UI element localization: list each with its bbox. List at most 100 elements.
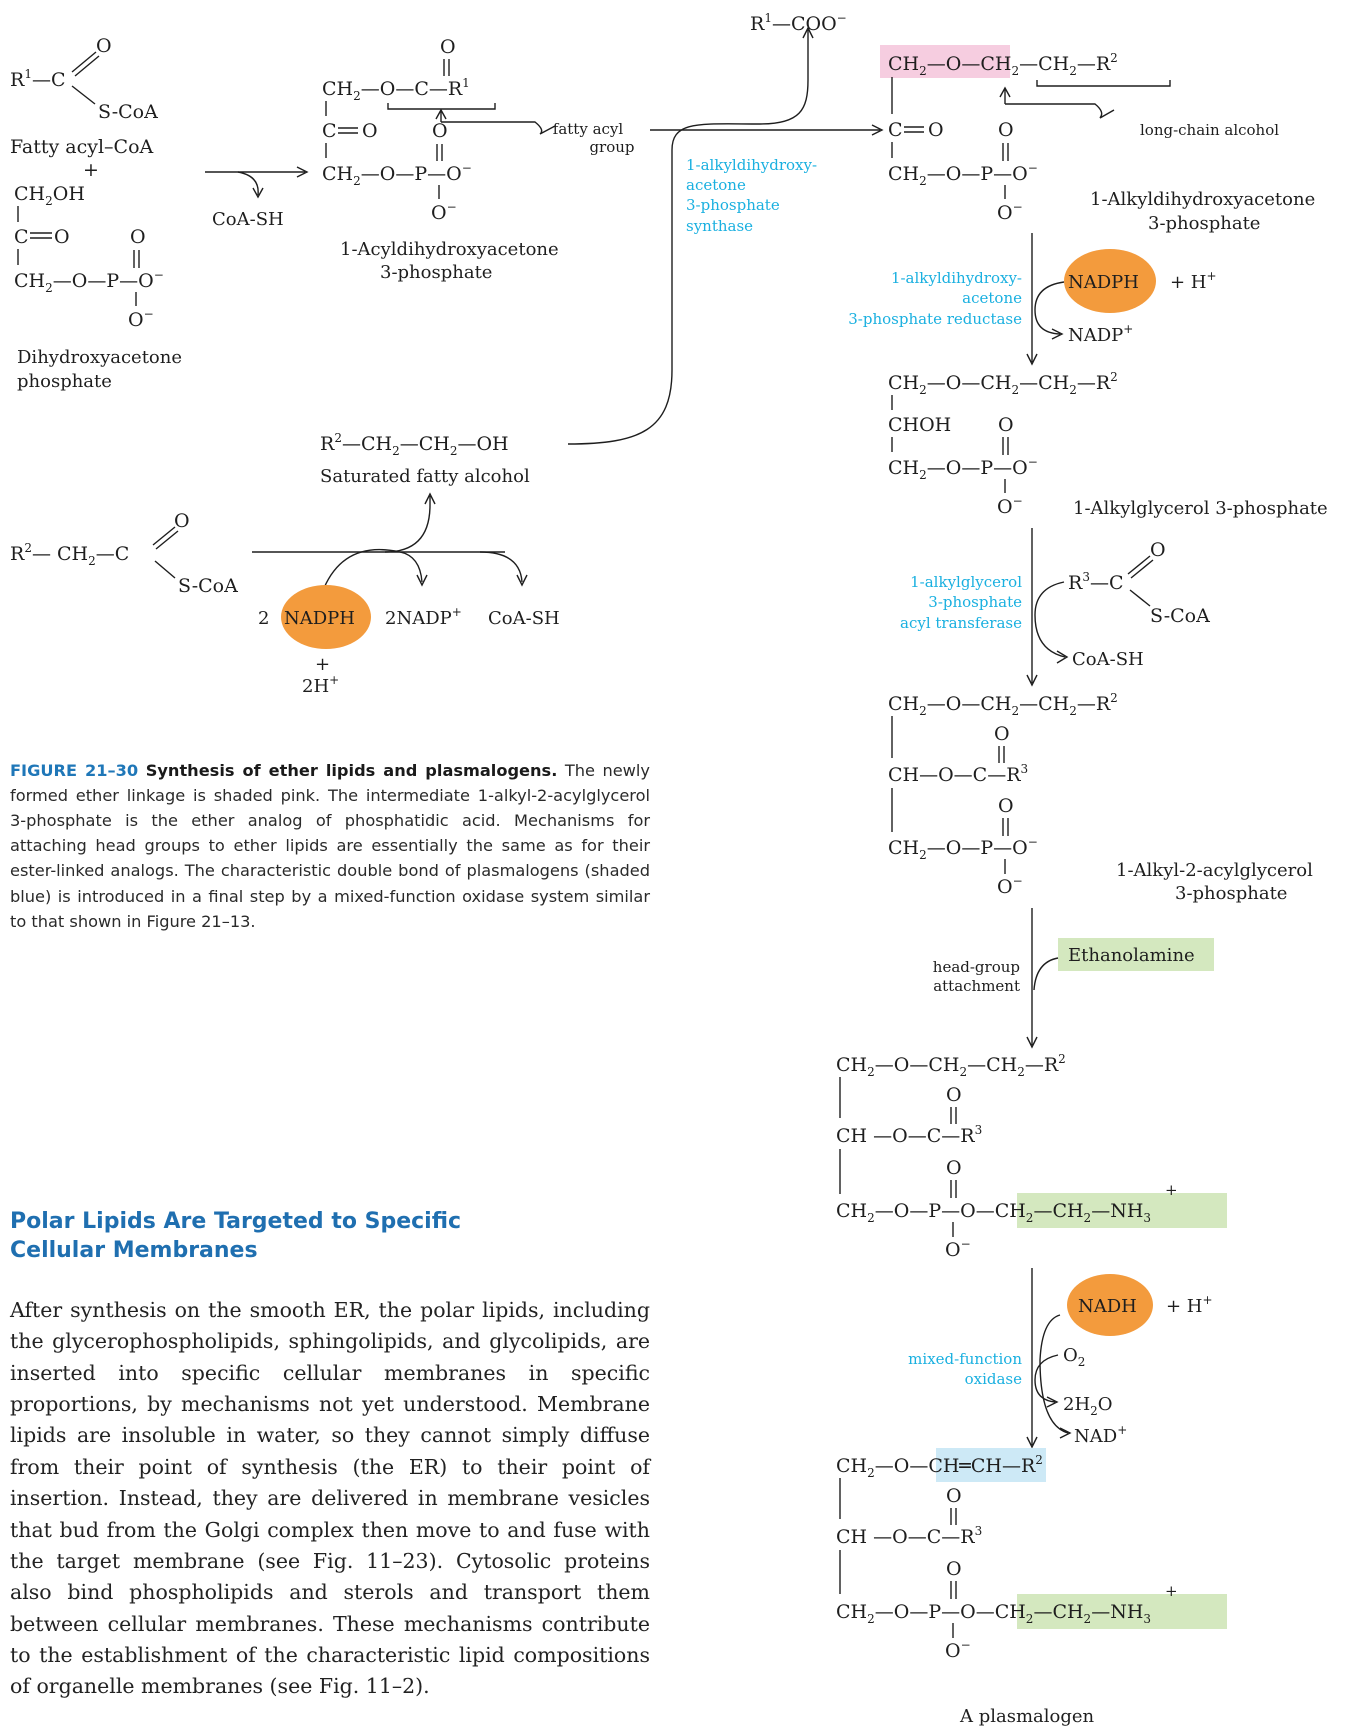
long-chain-alcohol-label: long-chain alcohol <box>1140 121 1279 139</box>
reductase-step: NADPH + H+ NADP+ 1-alkyldihydroxy- aceto… <box>848 233 1217 366</box>
fatty-acyl-label-2: group <box>589 138 634 156</box>
nad-plus-label: NAD <box>1074 1426 1117 1447</box>
figure-caption: FIGURE 21–30 Synthesis of ether lipids a… <box>10 758 650 934</box>
plasmalogen-label: A plasmalogen <box>959 1706 1095 1727</box>
synthase-arrow: R1—COO− 1-alkyldihydroxy- acetone 3-phos… <box>567 11 884 445</box>
ethanolamine-headgroup-box-1 <box>1017 1193 1227 1228</box>
svg-text:oxidase: oxidase <box>965 1370 1023 1388</box>
svg-text:CH2—O—CH═CH—R2: CH2—O—CH═CH—R2 <box>836 1453 1043 1480</box>
svg-text:NADP+: NADP+ <box>1068 322 1133 346</box>
svg-text:O: O <box>174 510 190 532</box>
svg-text:1-alkyldihydroxy-: 1-alkyldihydroxy- <box>686 156 817 174</box>
acyl-dhap-label-2: 3-phosphate <box>380 262 492 283</box>
h2o-label: 2H <box>1063 1394 1090 1415</box>
svg-text:1-alkyldihydroxy-: 1-alkyldihydroxy- <box>891 269 1022 287</box>
alkyl-acyl-label-2: 3-phosphate <box>1175 883 1287 904</box>
svg-text:R1—COO−: R1—COO− <box>750 11 847 35</box>
svg-text:mixed-function: mixed-function <box>908 1350 1022 1368</box>
svg-text:CHOH: CHOH <box>888 414 951 436</box>
section-heading-line-2: Cellular Membranes <box>10 1238 258 1264</box>
nadph-label-1: NADPH <box>284 608 355 629</box>
acyl-dhap-structure: O CH2—O—C—R1 C O CH2—O—P—O− O O− 1-Acyld… <box>322 36 635 283</box>
svg-text:CH2—O—P—O−: CH2—O—P—O− <box>322 161 472 188</box>
svg-text:R2— CH2—C: R2— CH2—C <box>10 541 129 568</box>
svg-text:R2—CH2—CH2—OH: R2—CH2—CH2—OH <box>320 431 509 458</box>
svg-text:O: O <box>998 119 1014 141</box>
reductase-enzyme: 1-alkyldihydroxy- acetone 3-phosphate re… <box>848 269 1022 328</box>
svg-text:CH2—O—P—O—CH2—CH2—NH3: CH2—O—P—O—CH2—CH2—NH3 <box>836 1601 1151 1626</box>
coash-1: CoA-SH <box>212 209 284 230</box>
svg-text:O−: O− <box>997 874 1023 898</box>
nadh-ellipse <box>1067 1274 1153 1336</box>
two-h-label: 2H <box>302 676 329 697</box>
svg-text:NAD+: NAD+ <box>1074 1423 1127 1447</box>
ether-phosphatidylethanolamine-structure: CH2—O—CH2—CH2—R2 CH —O—C—R3 O CH2—O—P—O—… <box>836 1052 1227 1261</box>
svg-text:2H+: 2H+ <box>302 673 339 697</box>
svg-text:R1—C: R1—C <box>10 67 66 91</box>
fatty-alcohol-synthesis: R2—CH2—CH2—OH Saturated fatty alcohol R2… <box>10 431 560 697</box>
alkylglycerol-p-label: 1-Alkylglycerol 3-phosphate <box>1073 498 1328 519</box>
svg-text:O: O <box>432 120 448 142</box>
double-bond-highlight <box>936 1448 1046 1482</box>
alkyl-dhap-label-2: 3-phosphate <box>1148 213 1260 234</box>
alkyl-acyl-label-1: 1-Alkyl-2-acylglycerol <box>1116 860 1313 881</box>
svg-text:+ H+: + H+ <box>1166 1293 1213 1317</box>
nadh-label: NADH <box>1078 1296 1137 1317</box>
svg-text:CH2—O—CH2—CH2—R2: CH2—O—CH2—CH2—R2 <box>888 370 1118 397</box>
svg-text:CH2—O—CH2—CH2—R2: CH2—O—CH2—CH2—R2 <box>888 691 1118 718</box>
svg-text:CH2—O—P—O−: CH2—O—P—O− <box>888 455 1038 482</box>
fatty-acyl-label-1: fatty acyl <box>553 120 624 138</box>
svg-text:acetone: acetone <box>962 289 1022 307</box>
svg-text:O: O <box>440 36 456 58</box>
svg-text:S-CoA: S-CoA <box>178 575 238 597</box>
svg-text:2NADP+: 2NADP+ <box>385 605 462 629</box>
plus-sign: + <box>83 159 99 181</box>
ethanolamine-headgroup-box-2 <box>1017 1594 1227 1629</box>
svg-text:CH2—O—P—O−: CH2—O—P—O− <box>888 835 1038 862</box>
alkylglycerol-p-structure: CH2—O—CH2—CH2—R2 CHOH CH2—O—P—O− O O− 1-… <box>888 370 1328 519</box>
svg-text:O: O <box>54 226 70 248</box>
figure-title: Synthesis of ether lipids and plasmaloge… <box>145 761 558 780</box>
svg-text:CH—O—C—R3: CH—O—C—R3 <box>888 762 1028 786</box>
fatty-acyl-coa-structure: R1—C O S-CoA Fatty acyl–CoA + <box>10 35 158 181</box>
svg-text:O−: O− <box>997 494 1023 518</box>
head-group-label-1: head-group <box>933 958 1020 976</box>
nadp-plus-label: NADP <box>1068 325 1123 346</box>
alkyl-acylglycerol-p-structure: CH2—O—CH2—CH2—R2 CH—O—C—R3 O CH2—O—P—O− … <box>888 691 1313 904</box>
svg-text:C: C <box>888 119 903 141</box>
fatty-alcohol-label: Saturated fatty alcohol <box>320 466 530 487</box>
transferase-enzyme: 1-alkylglycerol 3-phosphate acyl transfe… <box>900 573 1022 632</box>
svg-text:CH2—O—P—O−: CH2—O—P—O− <box>14 268 164 295</box>
svg-text:3-phosphate reductase: 3-phosphate reductase <box>848 310 1022 328</box>
section-heading-line-1: Polar Lipids Are Targeted to Specific <box>10 1209 462 1234</box>
svg-text:3-phosphate: 3-phosphate <box>686 196 780 214</box>
section-heading: Polar Lipids Are Targeted to Specific Ce… <box>10 1207 530 1265</box>
nadph-ellipse-2 <box>1064 249 1156 313</box>
two-nadp-label: 2NADP <box>385 608 452 629</box>
section-body: After synthesis on the smooth ER, the po… <box>10 1298 650 1699</box>
svg-text:acetone: acetone <box>686 176 746 194</box>
plasmalogen-structure: CH2—O—CH═CH—R2 CH —O—C—R3 O CH2—O—P—O—CH… <box>836 1448 1227 1727</box>
svg-text:S-CoA: S-CoA <box>1150 605 1210 627</box>
head-group-label-2: attachment <box>933 977 1020 995</box>
coash-2: CoA-SH <box>488 608 560 629</box>
svg-text:O: O <box>998 414 1014 436</box>
o2-label: O <box>1063 1345 1078 1366</box>
svg-text:CH2—O—CH2—CH2—R2: CH2—O—CH2—CH2—R2 <box>888 51 1118 78</box>
acyl-dhap-label-1: 1-Acyldihydroxyacetone <box>340 239 559 260</box>
svg-text:O−: O− <box>431 200 457 224</box>
svg-text:2H2O: 2H2O <box>1063 1394 1113 1418</box>
figure-caption-text: The newly formed ether linkage is shaded… <box>10 761 651 931</box>
svg-text:O: O <box>994 723 1010 745</box>
h-plus-2: + H <box>1166 1296 1203 1317</box>
svg-text:CH —O—C—R3: CH —O—C—R3 <box>836 1524 982 1548</box>
ethanolamine-label: Ethanolamine <box>1068 945 1195 966</box>
nadph-ellipse-1 <box>281 585 371 649</box>
figure-number: FIGURE 21–30 <box>10 761 139 780</box>
svg-text:+: + <box>1165 1582 1178 1600</box>
svg-text:C: C <box>322 120 337 142</box>
ether-linkage-highlight <box>880 45 1010 78</box>
svg-text:O: O <box>946 1084 962 1106</box>
svg-text:O−: O− <box>945 1237 971 1261</box>
